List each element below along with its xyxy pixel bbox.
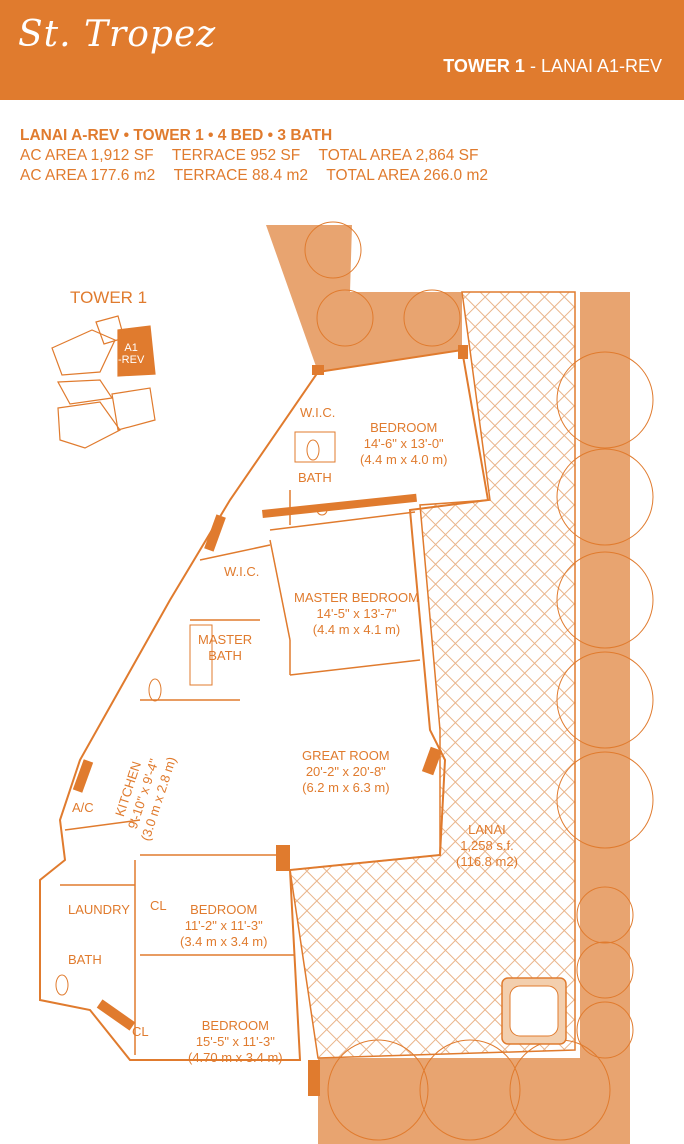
interior-walls: [60, 490, 421, 1055]
unit-name: LANAI A1-REV: [540, 56, 662, 76]
label-great-room: GREAT ROOM 20'-2" x 20'-8" (6.2 m x 6.3 …: [302, 748, 390, 795]
exterior-wall: [39, 348, 490, 1061]
structural-columns: [72, 345, 468, 1096]
label-bedroom-1: BEDROOM 14'-6" x 13'-0" (4.4 m x 4.0 m): [360, 420, 448, 467]
label-wic-2: W.I.C.: [224, 564, 260, 579]
key-plan-unit: A1 -REV: [118, 342, 145, 366]
label-bedroom-3: BEDROOM 15'-5" x 11'-3" (4.70 m x 3.4 m): [188, 1018, 283, 1065]
key-plan: [51, 315, 156, 449]
label-master-bedroom: MASTER BEDROOM 14'-5" x 13'-7" (4.4 m x …: [294, 590, 419, 637]
planter-right: [580, 292, 630, 1144]
key-plan-title: TOWER 1: [70, 288, 148, 307]
spec-total-m2: TOTAL AREA 266.0 m2: [326, 167, 488, 184]
label-bath-2: BATH: [68, 952, 102, 967]
label-wic-1: W.I.C.: [300, 405, 336, 420]
label-lanai: LANAI 1,258 s.f. (116.8 m2): [456, 822, 518, 869]
planter-bottom: [318, 1058, 580, 1144]
unit-title: TOWER 1 - LANAI A1-REV: [443, 56, 662, 76]
header-banner: St. Tropez TOWER 1 - LANAI A1-REV: [0, 0, 684, 100]
spec-terrace-sf: TERRACE 952 SF: [171, 147, 301, 164]
label-bedroom-2: BEDROOM 11'-2" x 11'-3" (3.4 m x 3.4 m): [180, 902, 268, 949]
label-closet-1: CL: [150, 898, 167, 913]
label-closet-2: CL: [132, 1024, 149, 1039]
label-bath-1: BATH: [298, 470, 332, 485]
spec-ac-m2: AC AREA 177.6 m2: [20, 167, 156, 184]
unit-specs: LANAI A-REV • TOWER 1 • 4 BED • 3 BATH A…: [20, 126, 502, 186]
spec-summary: LANAI A-REV • TOWER 1 • 4 BED • 3 BATH: [20, 127, 333, 144]
tree-circles: [304, 221, 654, 1141]
brand-logo: St. Tropez: [18, 14, 217, 55]
spec-imperial: AC AREA 1,912 SF TERRACE 952 SF TOTAL AR…: [20, 146, 502, 166]
spec-metric: AC AREA 177.6 m2 TERRACE 88.4 m2 TOTAL A…: [20, 166, 502, 186]
bath-fixtures: [55, 431, 336, 996]
label-ac: A/C: [72, 800, 94, 815]
spec-ac-sf: AC AREA 1,912 SF: [20, 147, 154, 164]
planter-top: [266, 225, 462, 372]
label-laundry: LAUNDRY: [68, 902, 130, 917]
spec-terrace-m2: TERRACE 88.4 m2: [173, 167, 308, 184]
tower-name: TOWER 1: [443, 56, 525, 76]
label-master-bath: MASTER BATH: [198, 632, 253, 663]
spec-total-sf: TOTAL AREA 2,864 SF: [318, 147, 479, 164]
